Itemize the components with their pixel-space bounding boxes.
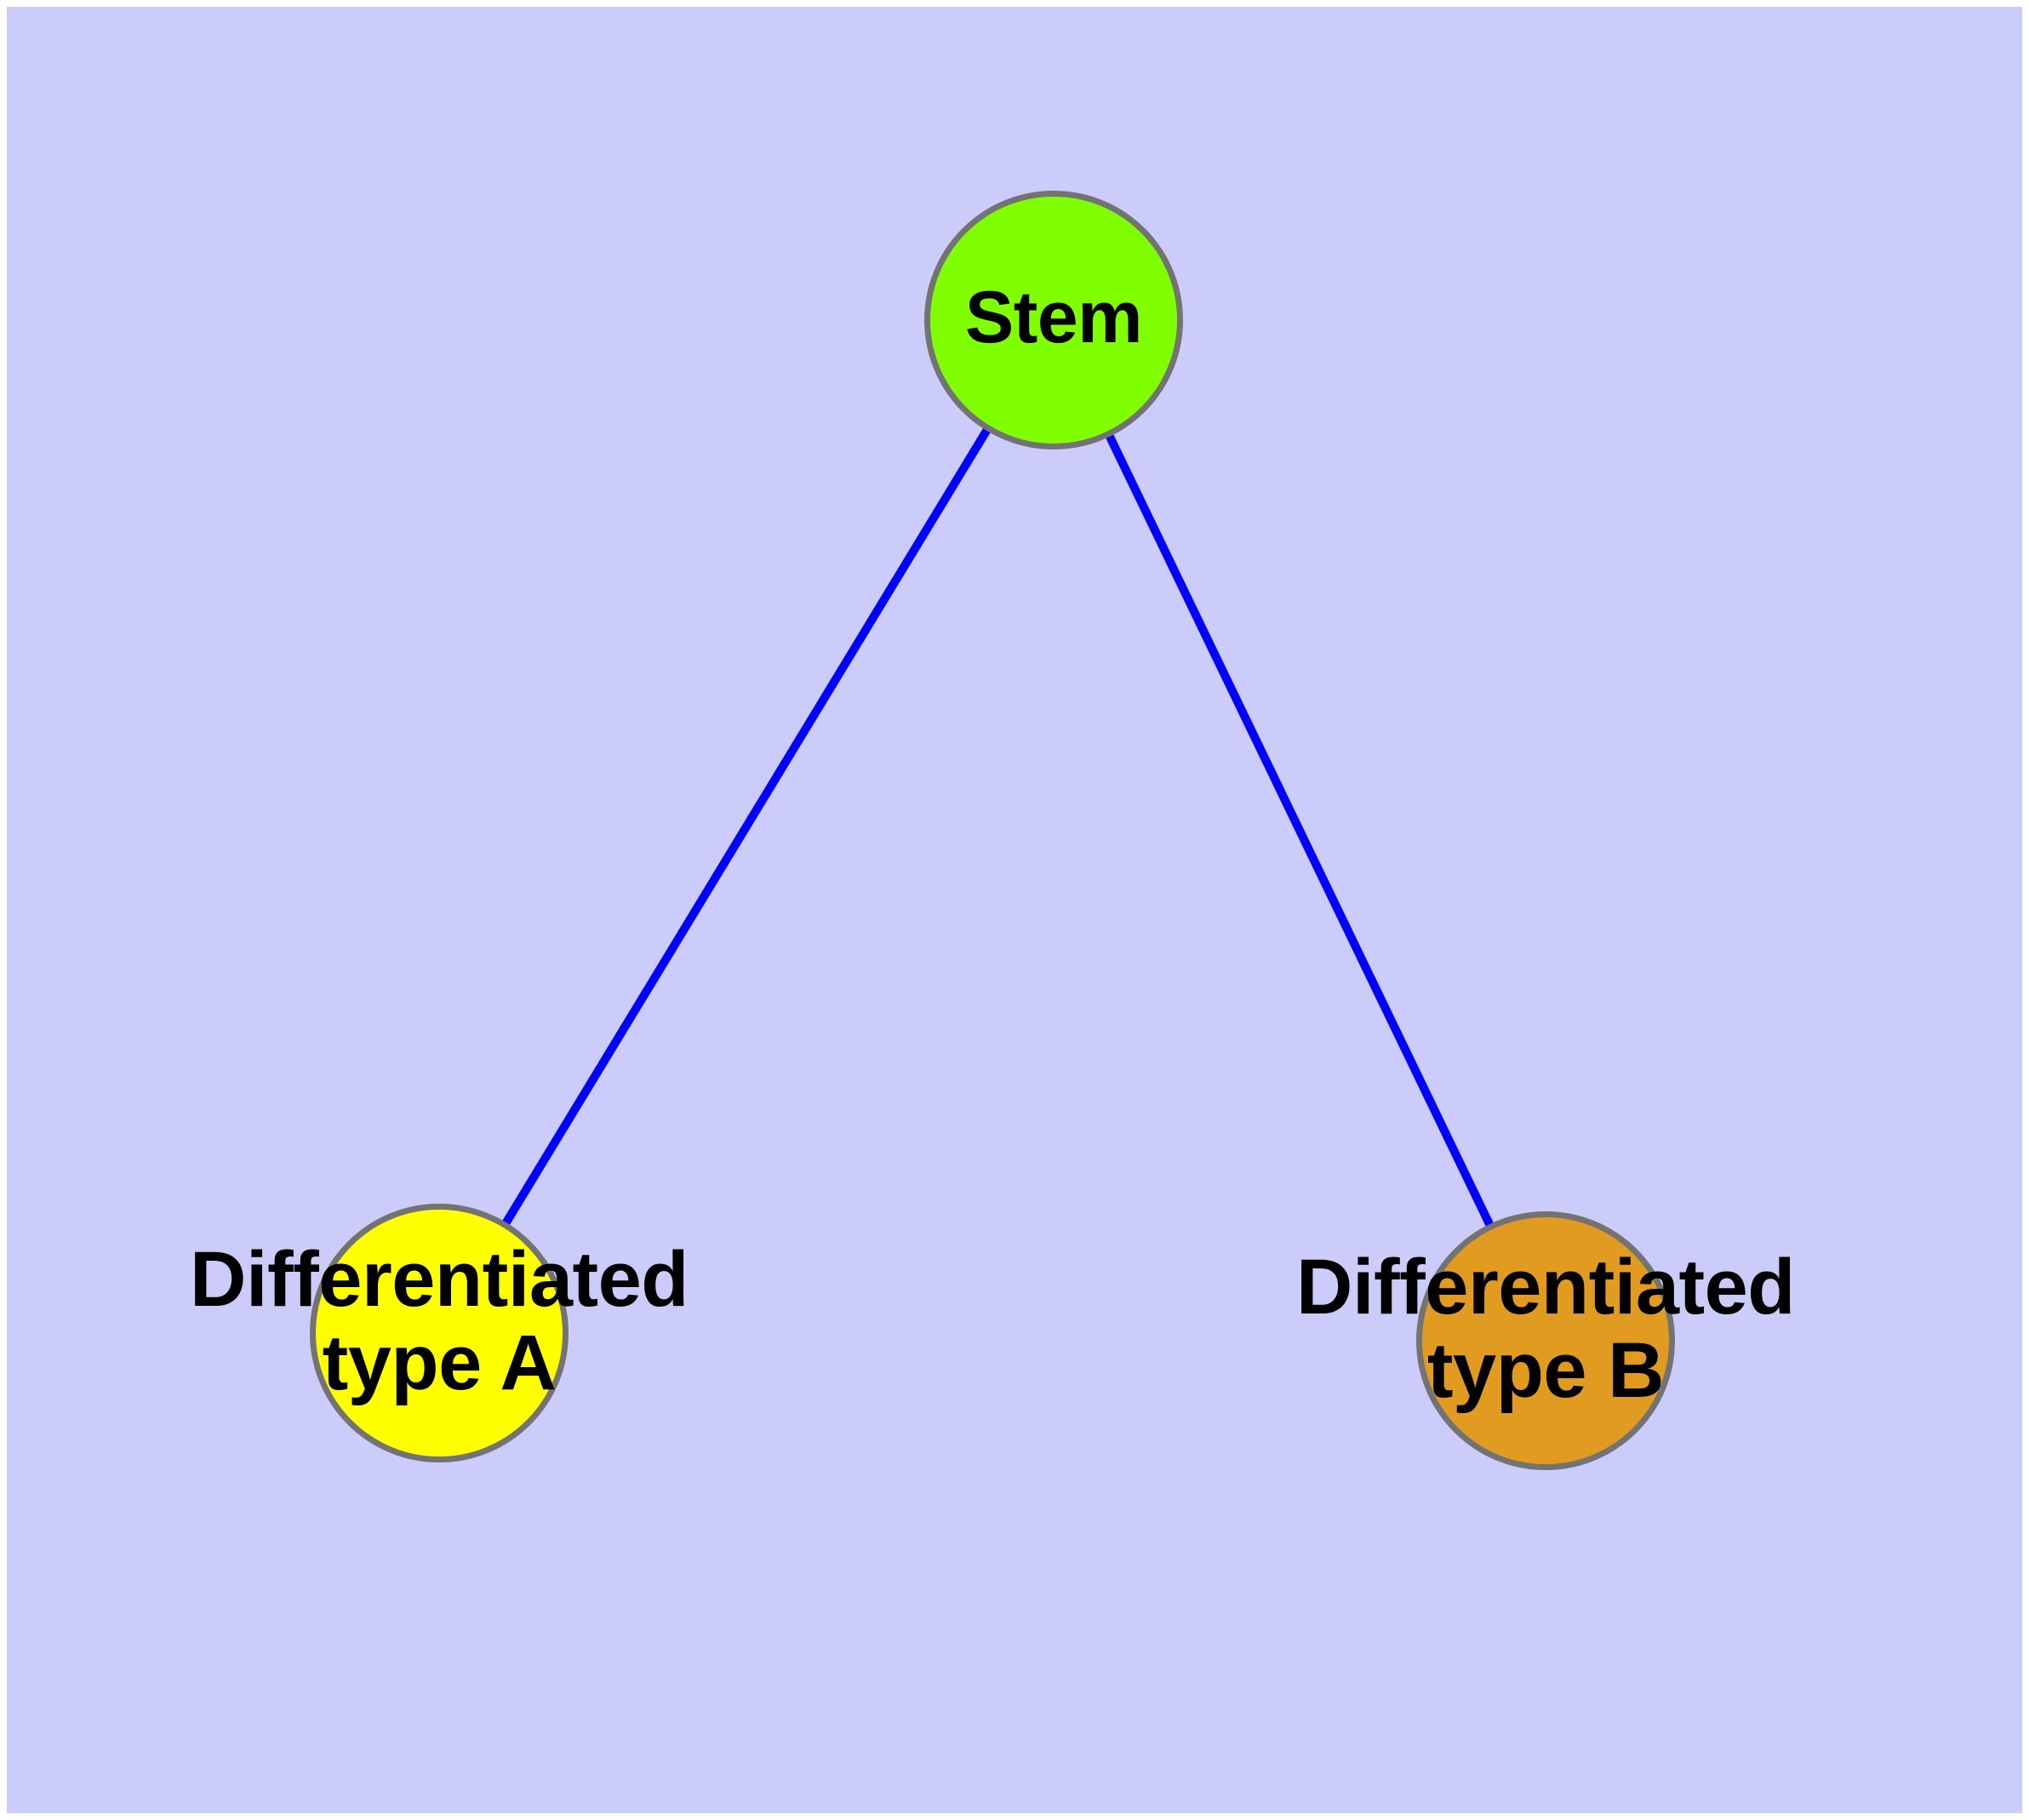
node-differentiated-type-b[interactable] bbox=[1416, 1211, 1675, 1470]
edge-stem-to-differentiated-type-a[interactable] bbox=[491, 410, 1002, 1243]
edge-layer bbox=[491, 410, 1503, 1245]
node-layer bbox=[310, 191, 1675, 1470]
node-differentiated-type-a[interactable] bbox=[310, 1204, 569, 1462]
edge-stem-to-differentiated-type-b[interactable] bbox=[1096, 415, 1503, 1245]
node-stem[interactable] bbox=[924, 191, 1183, 449]
